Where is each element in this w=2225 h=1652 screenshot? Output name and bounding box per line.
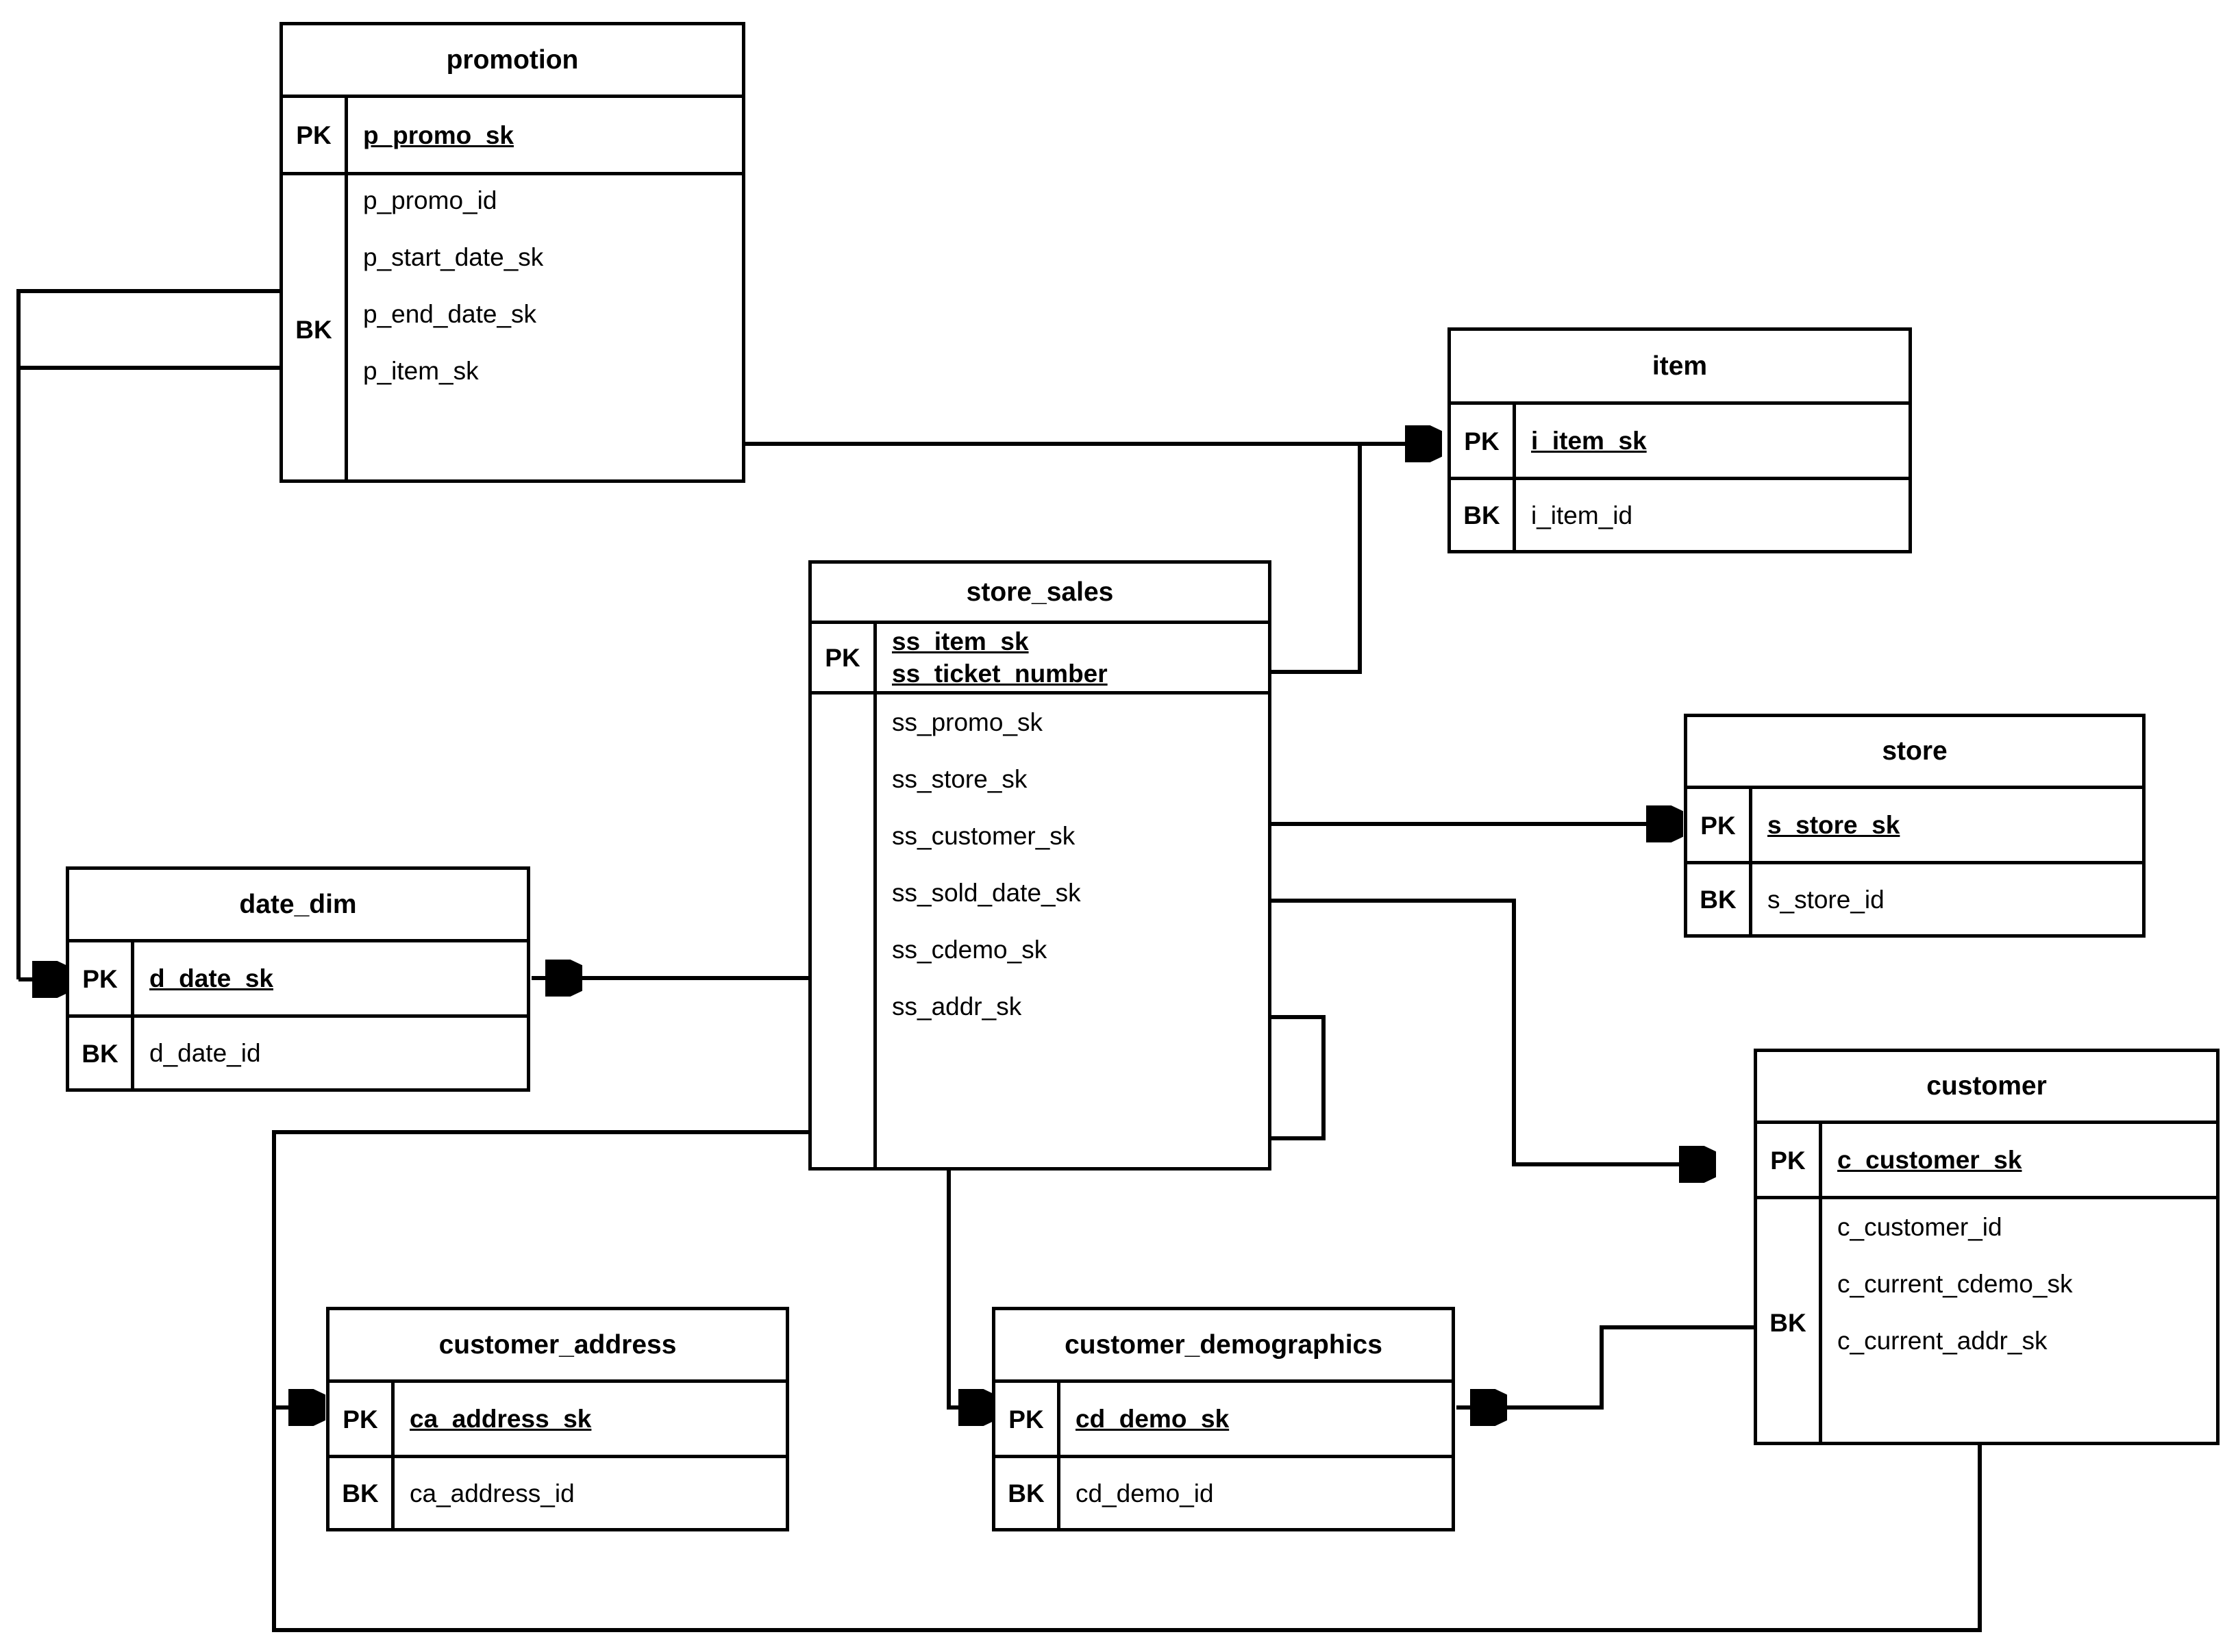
field-ca-address-id: ca_address_id — [410, 1479, 575, 1507]
entity-pk-section-customer: PK c_customer_sk — [1757, 1121, 2216, 1196]
bk-label-customer-demographics: BK — [995, 1458, 1060, 1528]
field-ss-ticket-number: ss_ticket_number — [892, 660, 1108, 688]
field-ss-addr-sk: ss_addr_sk — [892, 992, 1022, 1021]
pk-fields-customer: c_customer_sk — [1822, 1124, 2216, 1196]
field-ss-cdemo-sk: ss_cdemo_sk — [892, 936, 1047, 964]
bk-fields-promotion: p_promo_id p_start_date_sk p_end_date_sk… — [348, 175, 742, 483]
entity-bk-section-promotion: BK p_promo_id p_start_date_sk p_end_date… — [283, 172, 742, 483]
field-s-store-sk: s_store_sk — [1767, 811, 1900, 839]
entity-title-store: store — [1882, 736, 1948, 766]
entity-customer[interactable]: customer PK c_customer_sk BK c_customer_… — [1754, 1049, 2220, 1445]
pk-fields-date-dim: d_date_sk — [134, 942, 527, 1014]
entity-title-promotion: promotion — [446, 45, 579, 75]
entity-pk-section-date-dim: PK d_date_sk — [69, 939, 527, 1014]
entity-title-customer-address: customer_address — [438, 1329, 677, 1360]
pk-label-store-sales: PK — [812, 624, 877, 691]
entity-bk-section-store: BK s_store_id — [1687, 861, 2142, 934]
bk-label-promotion: BK — [283, 175, 348, 483]
entity-bk-section-customer-demographics: BK cd_demo_id — [995, 1455, 1452, 1528]
entity-customer-address[interactable]: customer_address PK ca_address_sk BK ca_… — [326, 1307, 789, 1531]
pk-label-date-dim: PK — [69, 942, 134, 1014]
field-c-customer-sk: c_customer_sk — [1837, 1146, 2022, 1174]
field-d-date-sk: d_date_sk — [149, 964, 273, 992]
pk-label-customer-demographics: PK — [995, 1383, 1060, 1455]
bk-fields-item: i_item_id — [1516, 480, 1909, 550]
bk-label-item: BK — [1451, 480, 1516, 550]
field-cd-demo-sk: cd_demo_sk — [1076, 1405, 1230, 1433]
entity-store-sales[interactable]: store_sales PK ss_item_sk ss_ticket_numb… — [808, 560, 1271, 1171]
field-c-current-addr-sk: c_current_addr_sk — [1837, 1327, 2048, 1355]
entity-pk-section-customer-address: PK ca_address_sk — [330, 1379, 786, 1455]
rel-customer-cdemo-to-customer-demographics — [1504, 1325, 1754, 1410]
entity-bk-section-item: BK i_item_id — [1451, 477, 1909, 550]
field-ss-customer-sk: ss_customer_sk — [892, 822, 1076, 850]
entity-title-item: item — [1652, 351, 1708, 381]
pk-fields-store: s_store_sk — [1752, 789, 2142, 861]
entity-bk-section-date-dim: BK d_date_id — [69, 1014, 527, 1088]
bk-fields-customer-demographics: cd_demo_id — [1060, 1458, 1452, 1528]
entity-bk-section-store-sales: ss_promo_sk ss_store_sk ss_customer_sk s… — [812, 691, 1268, 1167]
field-ca-address-sk: ca_address_sk — [410, 1405, 592, 1433]
entity-bk-section-customer-address: BK ca_address_id — [330, 1455, 786, 1528]
entity-pk-section-customer-demographics: PK cd_demo_sk — [995, 1379, 1452, 1455]
pk-label-store: PK — [1687, 789, 1752, 861]
field-ss-store-sk: ss_store_sk — [892, 765, 1028, 793]
entity-title-store-sales: store_sales — [966, 577, 1114, 607]
pk-label-customer: PK — [1757, 1124, 1822, 1196]
pk-label-customer-address: PK — [330, 1383, 395, 1455]
field-p-item-sk: p_item_sk — [363, 357, 479, 385]
field-p-start-date-sk: p_start_date_sk — [363, 243, 544, 271]
entity-bk-section-customer: BK c_customer_id c_current_cdemo_sk c_cu… — [1757, 1196, 2216, 1445]
entity-title-customer-demographics: customer_demographics — [1065, 1329, 1382, 1360]
field-ss-promo-sk: ss_promo_sk — [892, 708, 1043, 736]
pk-label-promotion: PK — [283, 98, 348, 172]
field-ss-item-sk: ss_item_sk — [892, 627, 1029, 655]
field-p-promo-id: p_promo_id — [363, 186, 497, 214]
entity-title-date-dim: date_dim — [239, 889, 357, 919]
field-i-item-id: i_item_id — [1531, 501, 1633, 529]
entity-title-customer: customer — [1926, 1071, 2047, 1101]
bk-fields-date-dim: d_date_id — [134, 1018, 527, 1088]
bk-label-customer-address: BK — [330, 1458, 395, 1528]
pk-fields-store-sales: ss_item_sk ss_ticket_number — [877, 624, 1268, 691]
bk-label-date-dim: BK — [69, 1018, 134, 1088]
entity-store[interactable]: store PK s_store_sk BK s_store_id — [1684, 714, 2146, 938]
field-i-item-sk: i_item_sk — [1531, 427, 1647, 455]
entity-customer-demographics[interactable]: customer_demographics PK cd_demo_sk BK c… — [992, 1307, 1455, 1531]
bk-fields-store: s_store_id — [1752, 864, 2142, 934]
bk-label-store: BK — [1687, 864, 1752, 934]
bk-label-store-sales — [812, 694, 877, 1167]
entity-pk-section-store: PK s_store_sk — [1687, 786, 2142, 861]
entity-promotion[interactable]: promotion PK p_promo_sk BK p_promo_id p_… — [279, 22, 745, 483]
field-p-end-date-sk: p_end_date_sk — [363, 300, 537, 328]
field-c-current-cdemo-sk: c_current_cdemo_sk — [1837, 1270, 2073, 1298]
bk-label-customer: BK — [1757, 1199, 1822, 1445]
field-d-date-id: d_date_id — [149, 1039, 261, 1067]
field-ss-sold-date-sk: ss_sold_date_sk — [892, 879, 1081, 907]
field-c-customer-id: c_customer_id — [1837, 1213, 2002, 1241]
pk-fields-customer-address: ca_address_sk — [395, 1383, 786, 1455]
bk-fields-customer-address: ca_address_id — [395, 1458, 786, 1528]
bk-fields-store-sales: ss_promo_sk ss_store_sk ss_customer_sk s… — [877, 694, 1268, 1167]
pk-fields-item: i_item_sk — [1516, 405, 1909, 477]
entity-pk-section-item: PK i_item_sk — [1451, 401, 1909, 477]
bk-fields-customer: c_customer_id c_current_cdemo_sk c_curre… — [1822, 1199, 2216, 1445]
pk-fields-customer-demographics: cd_demo_sk — [1060, 1383, 1452, 1455]
field-cd-demo-id: cd_demo_id — [1076, 1479, 1214, 1507]
field-p-promo-sk: p_promo_sk — [363, 121, 514, 149]
entity-pk-section-promotion: PK p_promo_sk — [283, 95, 742, 172]
pk-fields-promotion: p_promo_sk — [348, 98, 742, 172]
field-s-store-id: s_store_id — [1767, 885, 1885, 914]
entity-date-dim[interactable]: date_dim PK d_date_sk BK d_date_id — [66, 866, 530, 1092]
entity-pk-section-store-sales: PK ss_item_sk ss_ticket_number — [812, 621, 1268, 691]
entity-item[interactable]: item PK i_item_sk BK i_item_id — [1447, 327, 1912, 553]
pk-label-item: PK — [1451, 405, 1516, 477]
rel-store-sales-customer-to-customer — [1269, 899, 1713, 1164]
